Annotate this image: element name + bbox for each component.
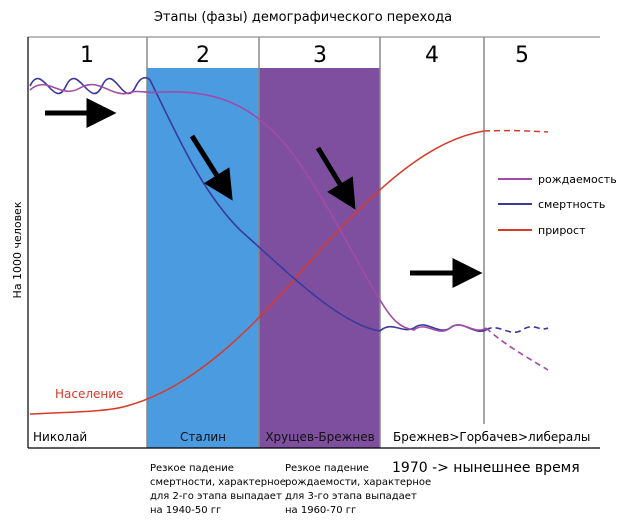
legend-label-death: смертность [538, 198, 605, 211]
stage-4-number: 4 [425, 43, 439, 68]
arrow-stage-2 [189, 134, 233, 201]
era-stage-4: Брежнев>Горбачев>либералы [393, 430, 590, 444]
legend-label-growth: прирост [538, 224, 586, 237]
svg-text:Резкое падение: Резкое падение [285, 463, 369, 474]
y-axis-label: На 1000 человек [11, 201, 24, 298]
svg-text:Резкое падение: Резкое падение [150, 463, 234, 474]
stage-5-number: 5 [515, 43, 529, 68]
era-stage-2: Сталин [180, 430, 226, 444]
death-rate-curve [29, 76, 487, 333]
diagram-title: Этапы (фазы) демографического перехода [154, 10, 452, 25]
stage-2-band [147, 68, 259, 448]
stage-dividers [146, 37, 485, 448]
birth-rate-curve-dashed [485, 327, 549, 371]
growth-curve [29, 130, 485, 415]
svg-text:смертности, характерное: смертности, характерное [150, 477, 286, 488]
stage-1-number: 1 [80, 43, 94, 68]
population-label: Население [55, 387, 123, 401]
stage-3-number: 3 [313, 43, 327, 68]
birth-rate-curve [29, 83, 487, 332]
note-stage-4: 1970 -> нынешнее время [392, 460, 580, 476]
legend: рождаемость смертность прирост [498, 173, 617, 237]
stage-3-band [259, 68, 380, 448]
era-stage-3: Хрущев-Брежнев [265, 430, 374, 444]
era-stage-1: Николай [33, 430, 87, 444]
svg-text:на 1940-50 гг: на 1940-50 гг [150, 505, 221, 516]
svg-text:для 2-го этапа выпадает: для 2-го этапа выпадает [150, 491, 282, 502]
note-stage-2: Резкое падение смертности, характерное д… [150, 463, 286, 516]
svg-text:рождаемости, характерное: рождаемости, характерное [285, 477, 431, 488]
growth-curve-dashed [483, 129, 549, 133]
svg-text:на 1960-70 гг: на 1960-70 гг [285, 505, 356, 516]
death-rate-curve-dashed [485, 326, 549, 334]
arrow-stage-3 [315, 146, 356, 210]
stage-2-number: 2 [196, 43, 210, 68]
svg-text:для 3-го этапа выпадает: для 3-го этапа выпадает [285, 491, 417, 502]
note-stage-3: Резкое падение рождаемости, характерное … [285, 463, 431, 516]
legend-label-birth: рождаемость [538, 173, 617, 186]
